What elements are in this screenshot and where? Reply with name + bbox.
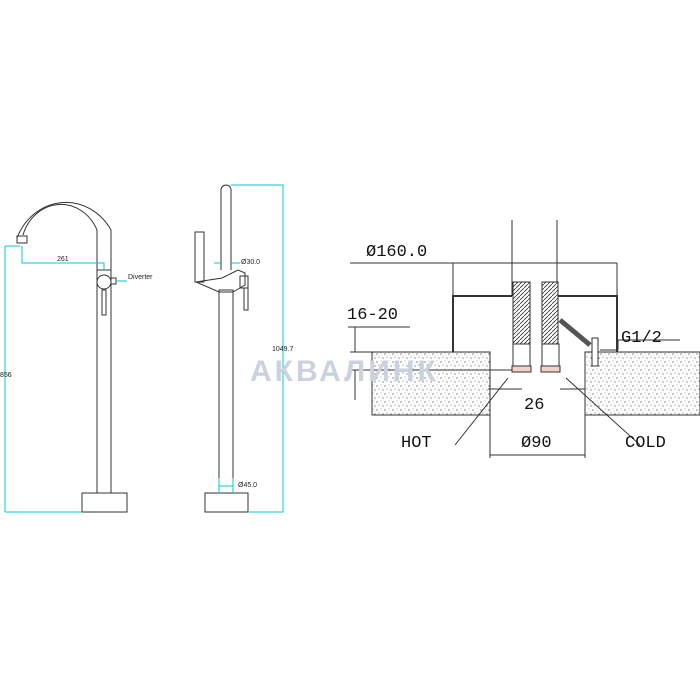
column-diameter-label: Ø45.0 — [238, 482, 258, 489]
installation-section — [348, 220, 700, 458]
side-view-faucet — [194, 184, 249, 513]
side-dimensions — [214, 184, 284, 513]
front-dimensions — [4, 245, 127, 513]
front-view-faucet — [16, 201, 128, 513]
opening-diameter-label: Ø90 — [521, 434, 552, 453]
height-1049-label: 1049.7 — [272, 346, 294, 353]
reach-261-label: 261 — [57, 256, 69, 263]
spout-diameter-label: Ø30.0 — [241, 259, 261, 266]
floor-thickness-label: 16-20 — [347, 306, 399, 325]
flange-diameter-label: Ø160.0 — [366, 243, 428, 262]
spacing-label: 26 — [524, 396, 545, 415]
height-856-label: 856 — [0, 372, 12, 379]
hot-label: HOT — [401, 434, 432, 453]
diverter-label: Diverter — [128, 274, 153, 281]
thread-label: G1/2 — [621, 329, 662, 348]
watermark: АКВАЛИНК — [250, 355, 439, 388]
cold-label: COLD — [625, 434, 666, 453]
